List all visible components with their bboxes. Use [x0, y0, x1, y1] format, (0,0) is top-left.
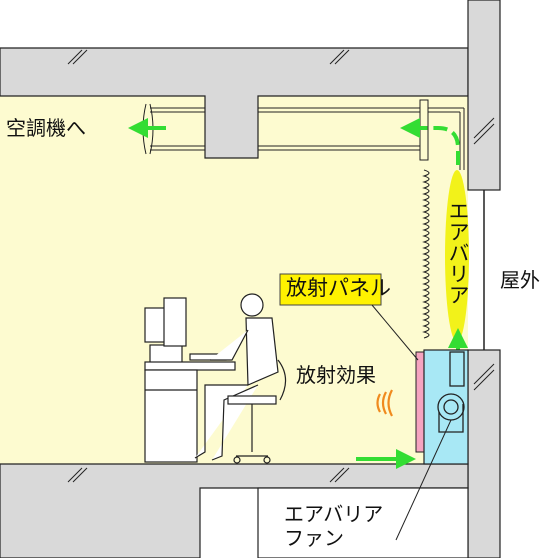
- lower-exterior-wall: [467, 349, 501, 558]
- radiant-panel-label: 放射パネル: [286, 276, 391, 300]
- fan-label-line2: ファン: [284, 526, 344, 550]
- computer-icon: [144, 297, 227, 364]
- panel-leader-line: [371, 304, 419, 361]
- radiant-panel-label-box: [279, 273, 382, 306]
- fan-icon: [437, 351, 465, 433]
- to-ac-label: 空調機へ: [6, 116, 86, 140]
- radiant-effect-label: 放射効果: [296, 363, 376, 387]
- fan-label-line1: エアバリア: [284, 502, 384, 526]
- chair-icon: [227, 359, 287, 464]
- air-barrier-label: エアバリア: [446, 200, 470, 305]
- airflow-arrow-icon: [400, 118, 460, 165]
- fan-leader-line: [395, 419, 452, 541]
- desk: [144, 361, 236, 463]
- radiant-panel: [415, 351, 425, 453]
- outdoor-label: 屋外: [500, 268, 540, 292]
- air-barrier-stream: [445, 170, 469, 342]
- coil-springs: [422, 169, 430, 339]
- upper-exterior-wall: [467, 0, 501, 191]
- lower-room: [257, 487, 469, 558]
- radiant-waves: [376, 389, 393, 417]
